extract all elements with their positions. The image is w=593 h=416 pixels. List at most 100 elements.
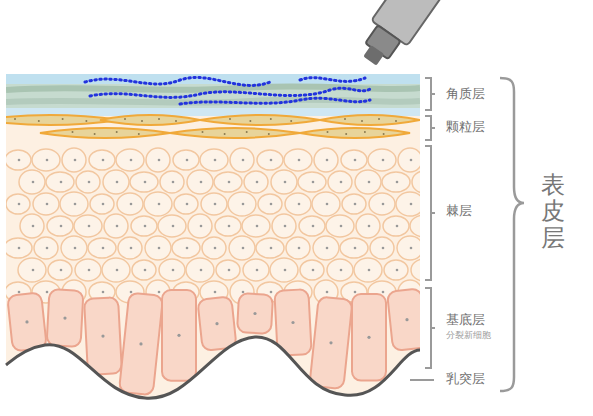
spinous-cell [284, 149, 312, 171]
nucleus [60, 269, 63, 272]
spinous-cell [326, 215, 354, 237]
nucleus [158, 247, 161, 250]
granule [62, 118, 64, 120]
spinous-cell [298, 172, 326, 192]
nucleus [46, 247, 49, 250]
nucleus [326, 291, 329, 294]
nucleus [354, 159, 357, 162]
spinous-cell [160, 171, 184, 193]
nucleus [382, 247, 385, 250]
spinous-cell [102, 258, 130, 282]
granule [38, 120, 40, 122]
granule [138, 133, 140, 135]
nucleus [382, 291, 385, 294]
nucleus [158, 203, 161, 206]
nucleus [291, 321, 294, 324]
nucleus [326, 247, 329, 250]
nucleus [74, 247, 77, 250]
nucleus [88, 225, 91, 228]
nucleus [32, 225, 35, 228]
nucleus [102, 247, 105, 250]
spinous-cell [188, 214, 212, 238]
nucleus [18, 247, 21, 250]
granule [327, 131, 329, 133]
layer-label: 角质层 [446, 87, 485, 101]
nucleus [46, 203, 49, 206]
basal-cell [309, 296, 352, 389]
granule [124, 118, 126, 120]
nucleus [367, 336, 370, 339]
nucleus [228, 269, 231, 272]
basal-cell [387, 288, 427, 350]
nucleus [130, 159, 133, 162]
nucleus [74, 203, 77, 206]
nucleus [284, 181, 287, 184]
basal-cell [197, 296, 236, 351]
granule [383, 133, 385, 135]
spinous-cell [256, 238, 284, 258]
nucleus [284, 269, 287, 272]
dropper-bottle [352, 0, 453, 74]
nucleus [18, 291, 21, 294]
spinous-cell [103, 170, 129, 194]
nucleus [63, 316, 66, 319]
spinous-cell [174, 194, 198, 214]
nucleus [46, 291, 49, 294]
basal-cell [119, 292, 163, 395]
granule [268, 133, 270, 135]
spinous-cell [146, 148, 170, 172]
spinous-cell [230, 148, 254, 172]
nucleus [312, 181, 315, 184]
nucleus [396, 225, 399, 228]
nucleus [25, 320, 28, 323]
nucleus [116, 225, 119, 228]
spinous-cell [118, 237, 142, 259]
nucleus [130, 291, 133, 294]
nucleus [424, 181, 427, 184]
nucleus [144, 225, 147, 228]
nucleus [186, 247, 189, 250]
nucleus [298, 159, 301, 162]
spinous-cell [104, 214, 128, 238]
layer-label: 基底层 [446, 313, 485, 327]
spinous-cell [341, 150, 367, 170]
spinous-cell [368, 149, 396, 171]
spinous-cell [145, 236, 171, 260]
spinous-cell [200, 149, 228, 171]
nucleus [228, 181, 231, 184]
spinous-cell [116, 149, 144, 171]
granule [14, 118, 16, 120]
spinous-cell [60, 192, 88, 216]
nucleus [256, 269, 259, 272]
granular-cell [300, 128, 410, 138]
granular-cell [200, 115, 320, 125]
spinous-cell [271, 170, 297, 194]
nucleus [354, 291, 357, 294]
layer-label: 乳突层 [446, 372, 485, 386]
spinous-cell [340, 238, 368, 258]
spinous-cell [369, 193, 395, 215]
nucleus [18, 159, 21, 162]
spinous-cell [327, 259, 353, 281]
nucleus [340, 269, 343, 272]
nucleus [410, 159, 413, 162]
granule [270, 118, 272, 120]
nucleus [214, 159, 217, 162]
nucleus [101, 334, 104, 337]
granule [361, 120, 363, 122]
spinous-cell [202, 237, 226, 259]
nucleus [354, 247, 357, 250]
granular-cell [40, 128, 170, 138]
nucleus [312, 225, 315, 228]
spinous-cell [382, 172, 410, 192]
spinous-cell [356, 214, 380, 238]
spinous-cells [4, 148, 438, 304]
nucleus [102, 291, 105, 294]
spinous-cell [187, 170, 213, 194]
granule [116, 131, 118, 133]
epidermis [0, 70, 438, 410]
nucleus [172, 269, 175, 272]
nucleus [130, 247, 133, 250]
spinous-cell [370, 237, 394, 259]
spinous-cell [383, 216, 409, 236]
